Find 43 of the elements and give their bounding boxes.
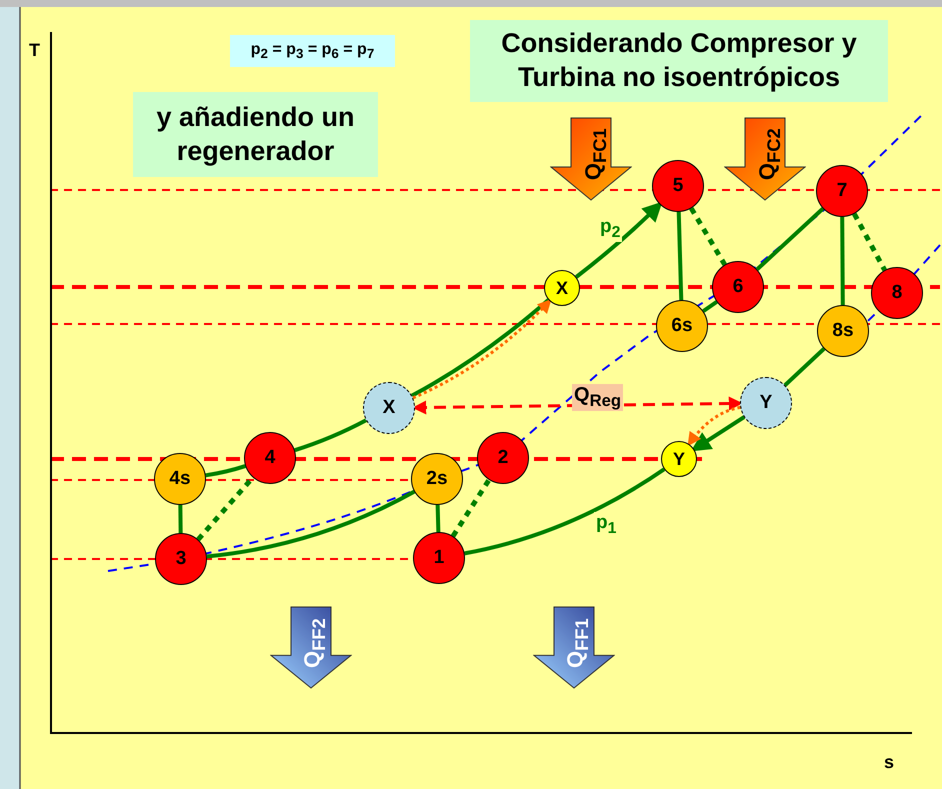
state-point-circle: Y — [661, 441, 697, 477]
state-point-circle: 2 — [477, 432, 529, 484]
axis-label: s — [884, 752, 894, 773]
process-line — [702, 300, 718, 313]
dotted-process-line — [689, 207, 727, 266]
state-point-circle: 4 — [244, 432, 296, 484]
state-point-circle: 1 — [413, 532, 465, 584]
state-point-circle: 4s — [154, 453, 206, 505]
state-point-circle: 8s — [817, 305, 869, 357]
axis-label: T — [29, 40, 40, 61]
state-point-circle: Y — [740, 377, 792, 429]
process-line — [575, 202, 662, 279]
process-line — [206, 490, 416, 558]
state-point-circle: 2s — [411, 453, 463, 505]
state-point-circle: 3 — [155, 533, 207, 585]
edge-label: Q$_{Reg}$ — [572, 384, 624, 411]
title-box: y añadiendo un regenerador — [133, 92, 378, 177]
process-line — [756, 207, 824, 271]
state-point-circle: 6 — [712, 261, 764, 313]
state-point-circle: X — [363, 382, 415, 434]
process-line — [676, 212, 684, 300]
pressure-note: p$_{2}$ = p$_{3}$ = p$_{6}$ = p$_{7}$ — [230, 35, 395, 67]
state-point-circle: 6s — [656, 300, 708, 352]
process-line — [205, 464, 246, 478]
process-line — [178, 504, 183, 534]
process-line — [464, 468, 666, 556]
heat-flow-block — [550, 117, 632, 201]
state-point-circle: 5 — [652, 160, 704, 212]
process-line — [436, 504, 440, 532]
heat-flow-arrow — [687, 406, 741, 446]
process-line — [840, 216, 845, 306]
heat-flow-block — [724, 117, 806, 201]
dotted-process-line — [450, 478, 492, 538]
process-line — [690, 415, 746, 452]
dotted-process-line — [852, 212, 887, 272]
state-point-circle: 8 — [871, 267, 923, 319]
process-line — [784, 347, 826, 387]
state-point-circle: X — [544, 270, 580, 306]
heat-flow-block — [533, 606, 615, 689]
process-line — [294, 418, 367, 452]
title-box: Considerando Compresor y Turbina no isoentrópicos — [470, 20, 888, 102]
state-point-circle: 7 — [816, 165, 868, 217]
heat-flow-block — [270, 606, 352, 689]
